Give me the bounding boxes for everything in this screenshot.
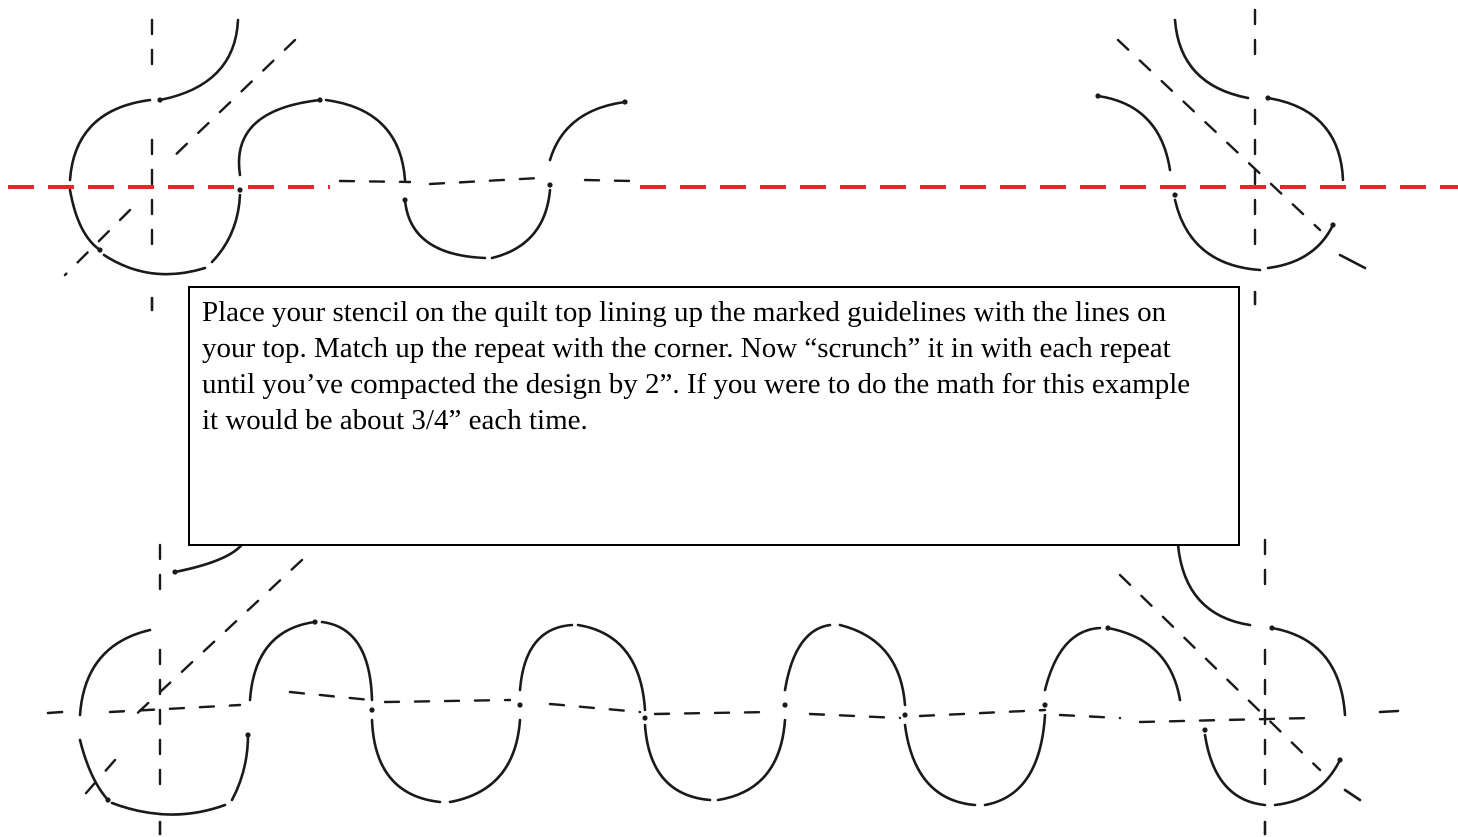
arc (1043, 626, 1102, 692)
dash-line (128, 558, 304, 722)
arc (783, 623, 832, 692)
dash-line (108, 703, 242, 714)
dash-line (1116, 38, 1322, 232)
arc (448, 718, 522, 804)
arc (1106, 626, 1182, 702)
top-left-corner-motif (63, 18, 407, 312)
top-right-corner-motif (1095, 8, 1367, 306)
arc (548, 100, 627, 162)
dash-line (338, 176, 632, 186)
arc (370, 718, 442, 804)
instruction-text: Place your stencil on the quilt top lini… (202, 296, 1191, 436)
dash-line (1338, 253, 1367, 270)
bottom-right-corner-motif (1105, 538, 1400, 836)
arc (1266, 96, 1345, 182)
arc (490, 188, 552, 260)
dash-line (168, 38, 297, 162)
arc (78, 738, 110, 802)
arc (838, 623, 907, 707)
arc (643, 723, 712, 802)
dash-line (1343, 788, 1362, 802)
arc (320, 620, 374, 702)
arc (903, 723, 977, 807)
arc (518, 623, 574, 692)
arc (237, 98, 322, 177)
dash-line (46, 710, 64, 715)
arc (230, 733, 250, 802)
arc (78, 628, 152, 717)
arc (1273, 758, 1342, 807)
dash-line (1118, 573, 1322, 772)
arc (248, 620, 317, 702)
arc (1173, 18, 1250, 100)
arc (102, 253, 207, 276)
dash-line (78, 758, 117, 802)
arc (1176, 543, 1252, 627)
arc (1173, 198, 1262, 272)
arc (1203, 733, 1267, 807)
dash-line (1378, 709, 1400, 714)
arc (403, 198, 487, 260)
arc (1096, 94, 1172, 172)
bottom-scallop-repeat (288, 623, 1122, 807)
arc (716, 718, 787, 802)
arc (210, 193, 242, 264)
instruction-box: Place your stencil on the quilt top lini… (188, 286, 1240, 546)
arc (158, 18, 240, 102)
bottom-left-corner-motif (46, 538, 374, 836)
dash-line (288, 690, 1122, 720)
arc (324, 98, 407, 182)
arc (983, 713, 1047, 807)
arc (68, 98, 152, 182)
arc (1266, 223, 1335, 270)
arc (68, 188, 102, 252)
arc (110, 801, 227, 816)
top-scallop-repeat (338, 99, 632, 260)
dash-line (1138, 716, 1312, 724)
arc (576, 623, 647, 712)
arc (1270, 626, 1347, 717)
